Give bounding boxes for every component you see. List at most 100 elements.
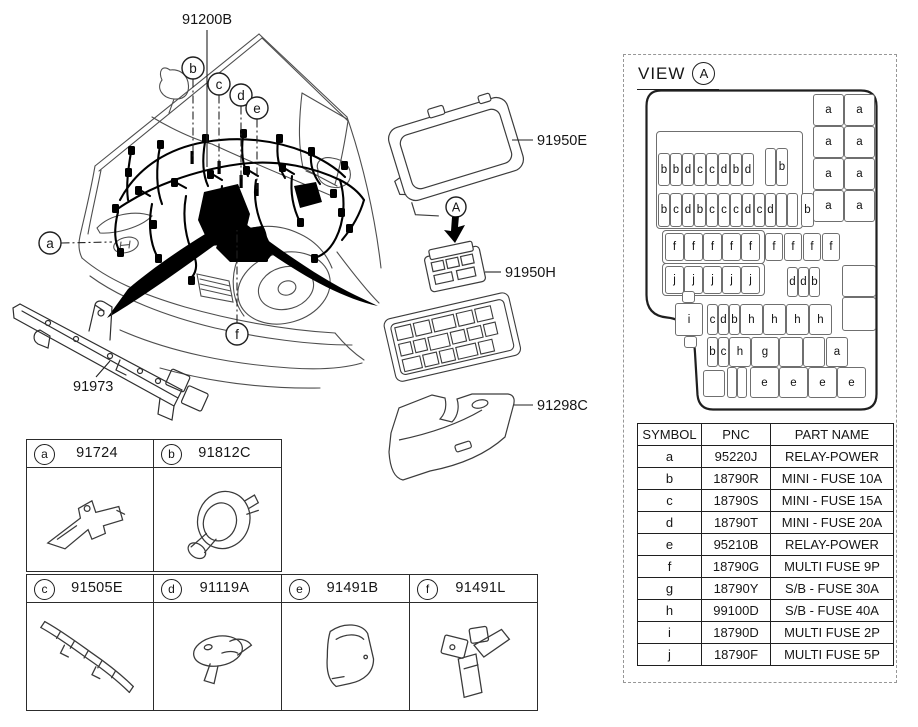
fuse-cell-a: a bbox=[826, 337, 848, 367]
figure-callout-letters: a b c d e f bbox=[46, 61, 261, 342]
callout-d-circle bbox=[229, 83, 253, 107]
view-a-title-marker: A bbox=[692, 62, 716, 85]
fuse-cell-a: a bbox=[844, 94, 875, 126]
symbol-table-cell: j bbox=[637, 643, 702, 666]
callout-a-circle bbox=[38, 231, 62, 255]
symbol-table-cell: b bbox=[637, 467, 702, 490]
callout-b-circle bbox=[181, 56, 205, 80]
callout-e-letter: e bbox=[253, 101, 261, 116]
fuse-cell-h: h bbox=[729, 337, 751, 367]
fuse-group-outline bbox=[656, 131, 803, 229]
fuse-cell-blank bbox=[779, 337, 803, 367]
fuse-cell-i: i bbox=[675, 303, 703, 336]
fuse-cell-f: f bbox=[803, 233, 821, 261]
fuse-cell-c: c bbox=[718, 193, 730, 227]
fuse-cell-b: b bbox=[658, 193, 670, 227]
fuse-cell-blank bbox=[842, 297, 876, 331]
part-cell-e-header: e 91491B bbox=[282, 575, 409, 603]
fuse-cell-j: j bbox=[703, 266, 722, 294]
part-sketch-91491L bbox=[440, 625, 510, 698]
fuse-cell-c: c bbox=[754, 193, 765, 227]
part-number: 91491B bbox=[326, 580, 379, 596]
part-cell-f: f 91491L bbox=[410, 574, 538, 711]
part-cell-d-header: d 91119A bbox=[154, 575, 281, 603]
symbol-table-cell: MINI - FUSE 10A bbox=[770, 467, 894, 490]
part-cell-c: c 91505E bbox=[26, 574, 154, 711]
part-number: 91812C bbox=[198, 445, 251, 461]
symbol-table-cell: 18790S bbox=[701, 489, 771, 512]
part-number: 91505E bbox=[71, 580, 123, 596]
fuse-cell-blank bbox=[803, 337, 825, 367]
symbol-table-cell: S/B - FUSE 30A bbox=[770, 577, 894, 600]
fuse-cell-d: d bbox=[798, 267, 809, 297]
parts-grid-row-2: c 91505E d 91119A bbox=[26, 574, 538, 711]
fuse-cell-blank bbox=[765, 148, 776, 186]
part-sketch-91491B bbox=[325, 623, 374, 687]
fuse-cell-j: j bbox=[684, 266, 703, 294]
fuse-cell-blank bbox=[703, 370, 725, 397]
parts-grid-row-1: a 91724 b 91812C bbox=[26, 439, 282, 572]
fuse-cell-blank bbox=[682, 291, 695, 303]
fuse-cell-d: d bbox=[765, 193, 776, 227]
label-crossmember: 91973 bbox=[73, 379, 113, 395]
symbol-table-cell: 95220J bbox=[701, 445, 771, 468]
callout-c-badge: c bbox=[34, 578, 55, 600]
part-sketch-91119A bbox=[192, 634, 252, 684]
callout-f-letter: f bbox=[235, 327, 239, 342]
fuse-cell-f: f bbox=[765, 233, 783, 261]
view-title-text: VIEW bbox=[638, 63, 686, 83]
symbol-table-cell: a bbox=[637, 445, 702, 468]
symbol-table-cell: 18790G bbox=[701, 555, 771, 578]
callout-e-circle bbox=[245, 96, 269, 120]
fuse-cell-blank bbox=[776, 193, 787, 227]
fuse-cell-f: f bbox=[684, 233, 703, 261]
fuse-group-outline bbox=[662, 263, 765, 296]
fuse-cell-a: a bbox=[844, 190, 875, 222]
fuse-cell-a: a bbox=[844, 126, 875, 158]
symbol-table-cell: i bbox=[637, 621, 702, 644]
figure-part-labels: 91200B 91973 91950E 91950H 91298C bbox=[73, 12, 588, 414]
fuse-cell-c: c bbox=[707, 304, 718, 335]
fuse-cell-blank bbox=[787, 193, 798, 227]
fuse-cell-b: b bbox=[730, 153, 742, 186]
fuse-cell-b: b bbox=[658, 153, 670, 186]
fuse-cell-f: f bbox=[822, 233, 840, 261]
label-upper-cover: 91950E bbox=[537, 133, 587, 149]
fuse-cell-c: c bbox=[706, 193, 718, 227]
symbol-table-cell: 18790D bbox=[701, 621, 771, 644]
fuse-cell-c: c bbox=[670, 193, 682, 227]
fuse-cell-d: d bbox=[787, 267, 798, 297]
fuse-cell-blank bbox=[842, 265, 876, 297]
fuse-cell-f: f bbox=[741, 233, 760, 261]
fuse-cell-e: e bbox=[837, 367, 866, 398]
leader-lines bbox=[61, 30, 533, 406]
symbol-table-cell: c bbox=[637, 489, 702, 512]
fuse-cell-j: j bbox=[722, 266, 741, 294]
crossmember-sketch bbox=[12, 300, 209, 421]
callout-c-letter: c bbox=[216, 77, 223, 92]
fuse-cell-b: b bbox=[707, 337, 718, 367]
fuse-cell-f: f bbox=[665, 233, 684, 261]
fuse-cell-blank bbox=[737, 367, 747, 398]
symbol-table-cell: e bbox=[637, 533, 702, 556]
callout-b-letter: b bbox=[189, 61, 197, 76]
callout-e-badge: e bbox=[289, 578, 310, 600]
harness-routing-swooshes bbox=[107, 212, 378, 318]
symbol-table-cell: MINI - FUSE 20A bbox=[770, 511, 894, 534]
fuse-cell-d: d bbox=[682, 193, 694, 227]
fuse-cell-d: d bbox=[718, 153, 730, 186]
fuse-cell-f: f bbox=[722, 233, 741, 261]
part-number: 91724 bbox=[76, 445, 118, 461]
down-arrow bbox=[444, 216, 465, 243]
fuse-cell-f: f bbox=[784, 233, 802, 261]
fuse-cell-d: d bbox=[718, 304, 729, 335]
fuse-cell-j: j bbox=[665, 266, 684, 294]
fuse-cell-b: b bbox=[776, 148, 788, 186]
